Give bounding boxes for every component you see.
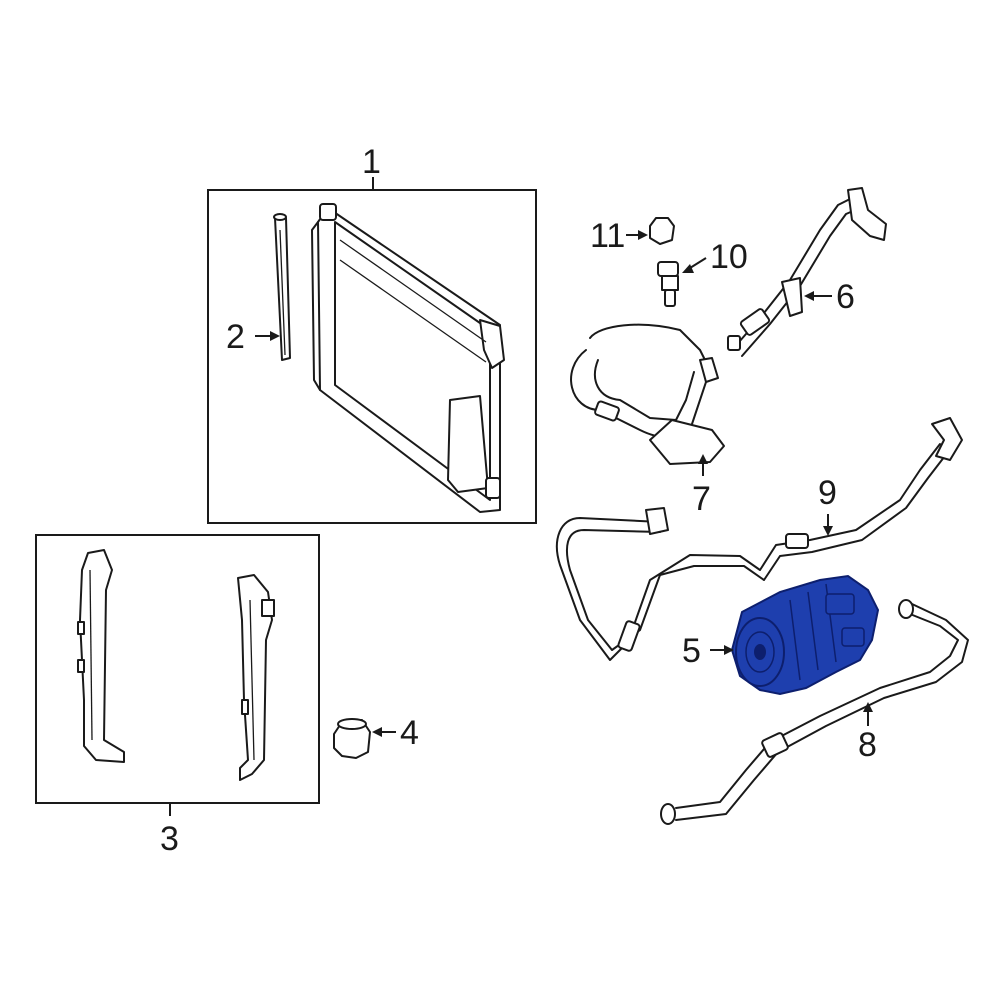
- arrow-8: [863, 702, 873, 712]
- callout-7[interactable]: 7: [692, 480, 711, 518]
- arrow-7: [698, 454, 708, 464]
- part-8-hose[interactable]: [660, 599, 969, 825]
- arrow-10: [682, 264, 694, 273]
- part-6-line[interactable]: [727, 187, 887, 357]
- callout-10[interactable]: 10: [710, 238, 748, 276]
- part-1-condenser[interactable]: [311, 203, 505, 513]
- part-7-hose[interactable]: [570, 323, 725, 465]
- arrow-5: [724, 645, 734, 655]
- callout-8[interactable]: 8: [858, 726, 877, 764]
- part-11-cap[interactable]: [649, 217, 675, 245]
- callout-6[interactable]: 6: [836, 278, 855, 316]
- part-2-desiccant[interactable]: [273, 213, 291, 361]
- arrow-9: [823, 526, 833, 536]
- callout-11[interactable]: 11: [590, 217, 625, 255]
- group-box-3: [35, 534, 320, 804]
- callout-9[interactable]: 9: [818, 474, 837, 512]
- leader-10: [689, 257, 707, 269]
- part-5-compressor[interactable]: [730, 574, 880, 696]
- callout-4[interactable]: 4: [400, 714, 419, 752]
- part-4-grommet[interactable]: [333, 718, 371, 759]
- arrow-4: [372, 727, 382, 737]
- callout-1[interactable]: 1: [362, 143, 381, 181]
- part-3-bracket-right[interactable]: [237, 574, 275, 781]
- arrow-11: [638, 230, 648, 240]
- arrow-2: [270, 331, 280, 341]
- callout-5[interactable]: 5: [682, 632, 701, 670]
- callout-3[interactable]: 3: [160, 820, 179, 858]
- part-10-valve[interactable]: [657, 261, 679, 307]
- part-3-bracket-left[interactable]: [77, 549, 125, 763]
- arrow-6: [804, 291, 814, 301]
- part-9-line[interactable]: [555, 417, 963, 661]
- callout-2[interactable]: 2: [226, 318, 245, 356]
